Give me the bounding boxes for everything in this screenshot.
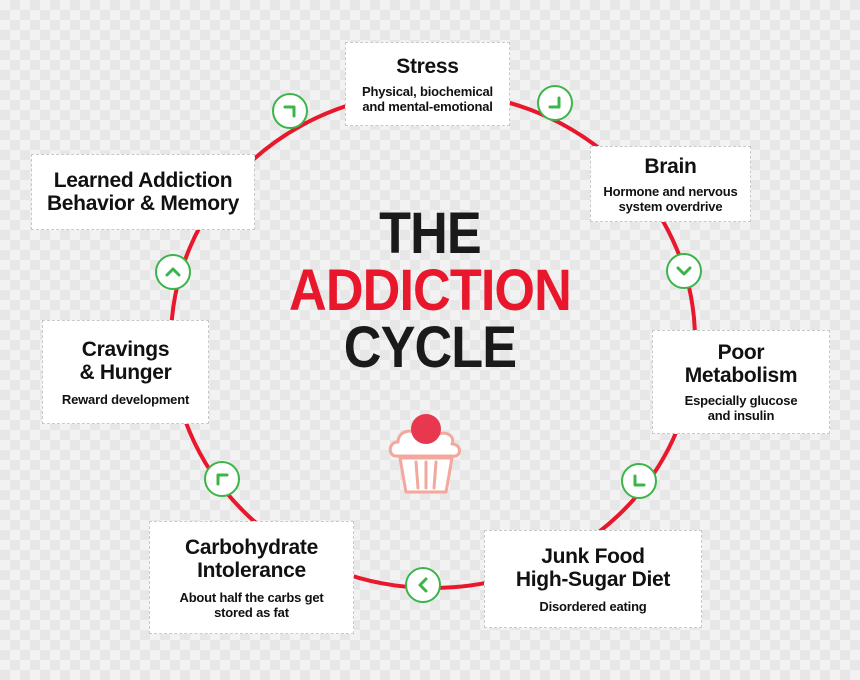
- stage-description: Especially glucose and insulin: [685, 393, 798, 423]
- stage-description-line: Hormone and nervous: [603, 183, 738, 199]
- stage-description-line: and mental-emotional: [362, 98, 493, 114]
- stage-description: Disordered eating: [539, 599, 646, 614]
- stage-description-line: Especially glucose: [684, 393, 798, 408]
- center-title: THE ADDICTION CYCLE: [250, 201, 610, 380]
- stage-description: About half the carbs get stored as fat: [180, 590, 324, 620]
- stage-title: Junk Food High-Sugar Diet: [516, 545, 670, 591]
- chevron-down-icon: [666, 253, 702, 289]
- stage-title: Brain: [644, 154, 697, 178]
- stage-carbohydrate-intolerance: Carbohydrate Intolerance About half the …: [149, 521, 354, 634]
- chevron-up-right-icon: [272, 93, 308, 129]
- stage-title: Poor Metabolism: [685, 341, 798, 387]
- stage-title: Stress: [396, 54, 459, 78]
- stage-title-line: Poor: [717, 341, 765, 364]
- stage-description: Reward development: [62, 392, 189, 407]
- stage-junk-food: Junk Food High-Sugar Diet Disordered eat…: [484, 530, 702, 628]
- stage-title-line: Metabolism: [684, 364, 798, 387]
- stage-title-line: Behavior & Memory: [46, 192, 240, 215]
- stage-description: Hormone and nervous system overdrive: [603, 184, 737, 214]
- stage-title-line: Carbohydrate: [185, 535, 318, 559]
- stage-learned-addiction: Learned Addiction Behavior & Memory: [31, 154, 255, 230]
- stage-title-line: High-Sugar Diet: [515, 567, 671, 591]
- stage-description: Physical, biochemical and mental-emotion…: [362, 84, 493, 114]
- title-line-the: THE: [379, 201, 482, 266]
- stage-cravings-hunger: Cravings & Hunger Reward development: [42, 320, 209, 424]
- stage-title-line: Cravings: [81, 337, 170, 361]
- stage-description-line: and insulin: [707, 408, 775, 423]
- stage-title: Cravings & Hunger: [79, 338, 171, 384]
- chevron-down-left-icon: [621, 463, 657, 499]
- chevron-left-icon: [405, 567, 441, 603]
- stage-title-line: Junk Food: [541, 544, 645, 568]
- stage-description-line: system overdrive: [618, 198, 723, 214]
- title-line-cycle: CYCLE: [343, 315, 517, 380]
- stage-description-line: stored as fat: [214, 604, 289, 620]
- stage-poor-metabolism: Poor Metabolism Especially glucose and i…: [652, 330, 830, 434]
- stage-description-line: Reward development: [61, 391, 190, 407]
- chevron-up-icon: [155, 254, 191, 290]
- stage-description-line: Disordered eating: [539, 598, 647, 614]
- chevron-down-right-icon: [537, 85, 573, 121]
- title-line-addiction: ADDICTION: [289, 258, 572, 323]
- cupcake-icon: [388, 414, 461, 494]
- stage-description-line: Physical, biochemical: [362, 83, 493, 99]
- stage-brain: Brain Hormone and nervous system overdri…: [590, 146, 751, 222]
- stage-title-line: & Hunger: [79, 360, 172, 384]
- stage-title-line: Intolerance: [197, 558, 306, 582]
- stage-description-line: About half the carbs get: [179, 589, 324, 605]
- stage-title: Learned Addiction Behavior & Memory: [47, 169, 239, 215]
- stage-title: Carbohydrate Intolerance: [185, 536, 318, 582]
- stage-title-line: Learned Addiction: [53, 169, 233, 192]
- stage-stress: Stress Physical, biochemical and mental-…: [345, 42, 510, 126]
- chevron-up-left-icon: [204, 461, 240, 497]
